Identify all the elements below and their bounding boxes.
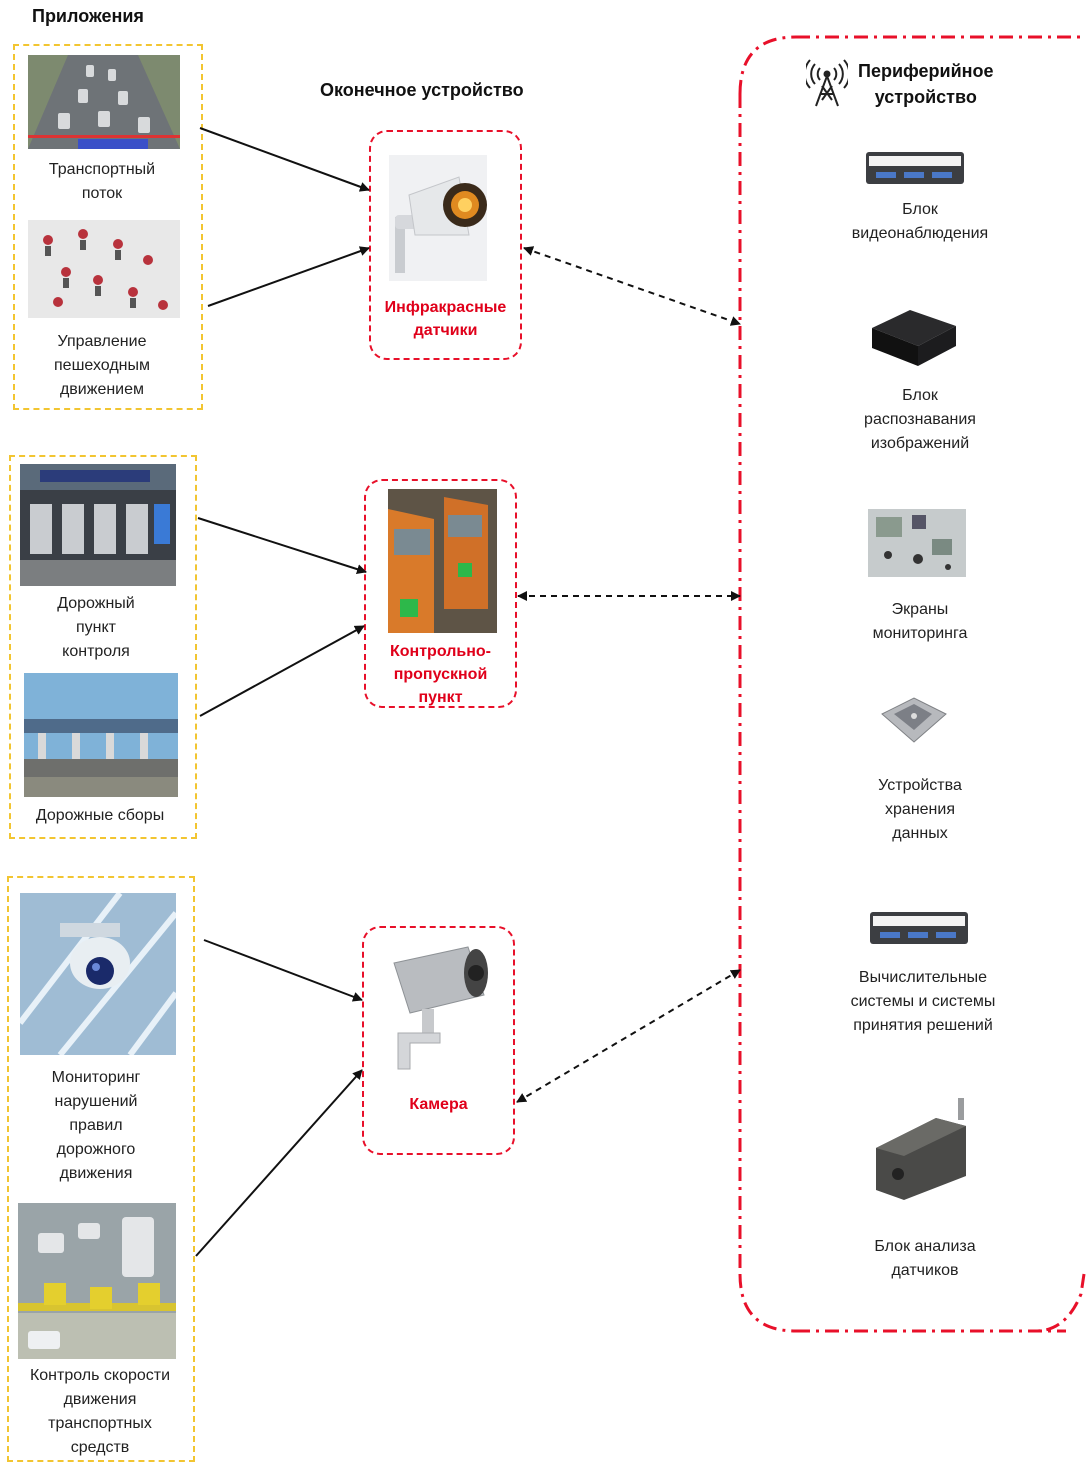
app-group-1 [13, 44, 203, 410]
arrow-pedestrian-to-infrared [207, 246, 370, 307]
applications-title: Приложения [32, 6, 144, 26]
pedestrian-image [28, 220, 180, 318]
infrared-sensor-node [369, 130, 522, 360]
edge-device-container [738, 35, 1086, 1333]
recognition-unit-label: Блок распознавания изображений [864, 387, 976, 452]
terminal-device-title: Оконечное устройство [320, 80, 524, 100]
road-checkpoint-image [20, 464, 176, 586]
arrow-speed-to-camera [195, 1069, 363, 1257]
gate-node [364, 479, 517, 708]
app-group-3 [7, 876, 195, 1462]
app-group-2 [9, 455, 197, 839]
infrared-sensor-image [389, 155, 487, 281]
sensor-module-icon [876, 1098, 966, 1200]
rack-server-icon [866, 152, 964, 184]
antenna-tower-icon [806, 59, 848, 107]
arrow-traffic-to-infrared [199, 127, 370, 192]
toll-label: Дорожные сборы [35, 807, 165, 824]
storage-label: Устройства хранения данных [878, 777, 962, 842]
gate-label: Контрольно- пропускной пункт [390, 643, 491, 706]
sensor-analysis-label: Блок анализа датчиков [874, 1238, 976, 1279]
compute-server-icon [870, 912, 968, 944]
traffic-flow-label: Транспортный поток [48, 161, 156, 202]
arrow-toll-to-gate [199, 625, 365, 717]
violation-camera-image [20, 893, 176, 1055]
video-unit-label: Блок видеонаблюдения [851, 201, 989, 242]
arrow-violations-to-camera [203, 939, 363, 1002]
camera-label: Камера [409, 1096, 468, 1113]
speed-control-image [18, 1203, 176, 1359]
black-box-icon [872, 310, 956, 366]
compute-label: Вычислительные системы и системы приняти… [850, 969, 996, 1034]
arrow-checkpoint-to-gate [197, 517, 367, 575]
turnstile-gate-image [388, 489, 497, 633]
camera-node [362, 926, 515, 1155]
edge-device-title: Периферийное устройство [858, 61, 994, 107]
infrared-sensor-label: Инфракрасные датчики [384, 299, 507, 339]
violations-label: Мониторинг нарушений правил дорожного дв… [51, 1069, 141, 1182]
link-camera-to-edge [516, 969, 741, 1103]
circuit-board-icon [868, 509, 966, 577]
hard-drive-icon [881, 697, 947, 743]
link-infrared-to-edge [523, 246, 741, 326]
speed-label: Контроль скорости движения транспортных … [29, 1367, 171, 1456]
screens-label: Экраны мониторинга [872, 601, 968, 642]
pedestrian-label: Управление пешеходным движением [54, 333, 150, 398]
checkpoint-label: Дорожный пункт контроля [57, 595, 135, 660]
cctv-camera-image [380, 943, 492, 1079]
toll-plaza-image [24, 673, 178, 797]
traffic-flow-image [28, 55, 180, 149]
